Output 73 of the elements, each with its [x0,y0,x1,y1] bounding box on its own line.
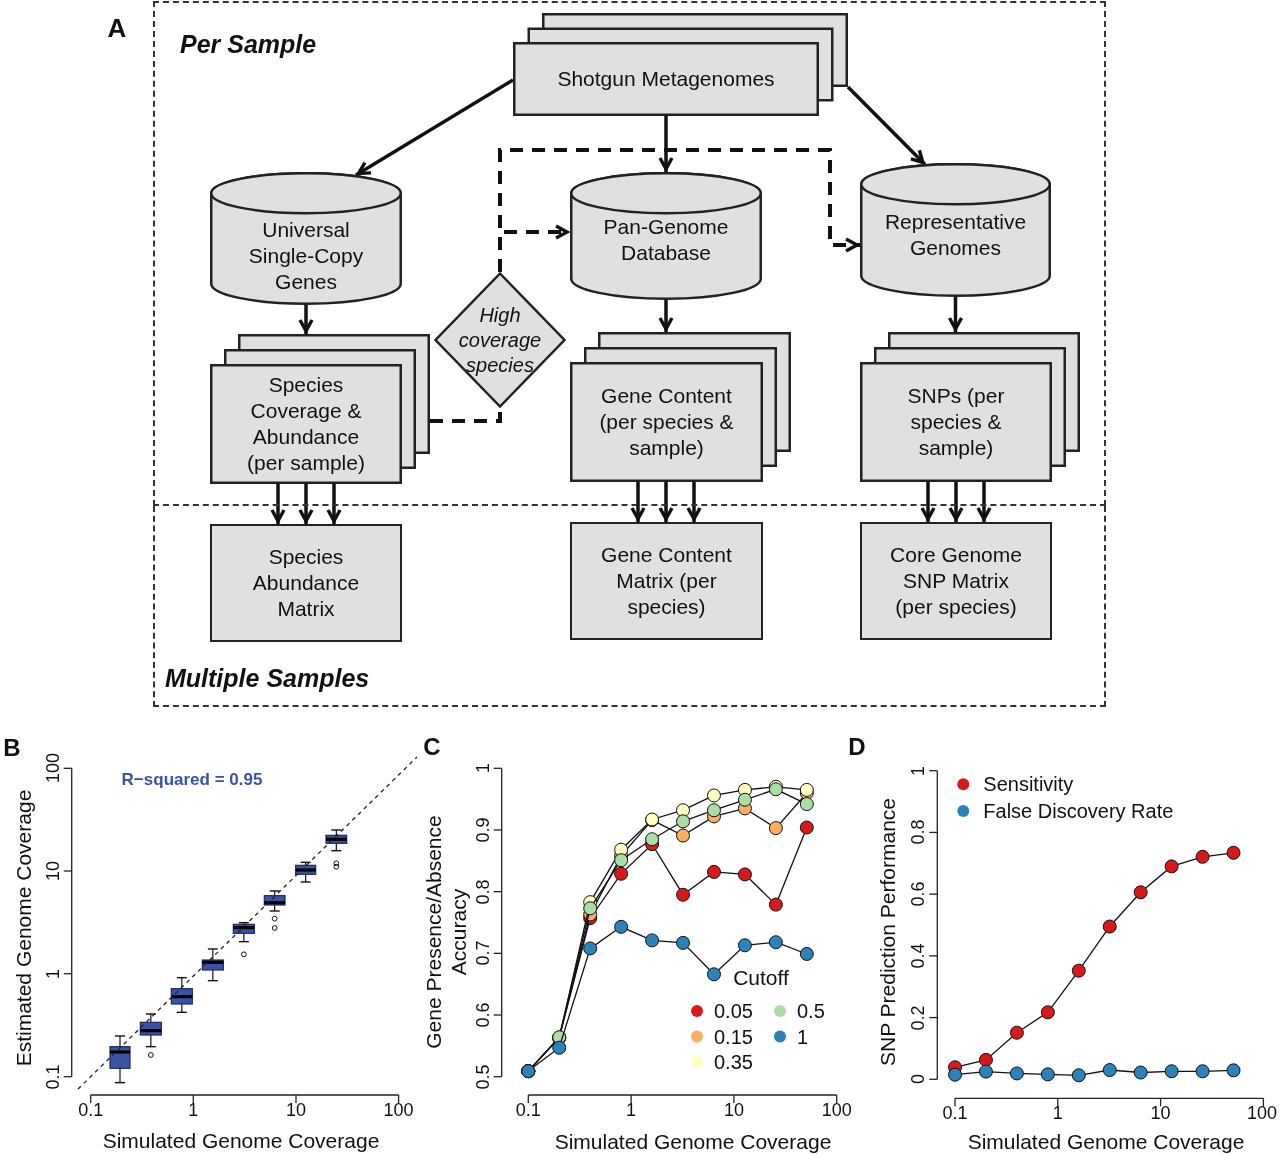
arrow [846,85,927,166]
database-cylinder: Representative Genomes [860,163,1051,297]
tick-label: 0.4 [907,943,929,969]
tick-label: 1 [626,1099,637,1121]
tick-label: 10 [1150,1102,1171,1124]
legend-label: 0.05 [714,999,753,1023]
arrow [658,116,674,172]
tick-label: 100 [383,1099,414,1121]
arrow [686,482,702,522]
tick-label: 0.8 [472,879,494,905]
panel-letter: B [3,732,21,762]
legend-label: 0.35 [714,1050,753,1074]
tick-label: 100 [42,753,64,784]
arrow [920,482,936,522]
tick-label: 10 [723,1099,744,1121]
database-cylinder: Pan-Genome Database [570,172,762,300]
tick-label: 0.9 [472,817,494,843]
tick-label: 0.1 [515,1099,541,1121]
legend-label: 0.5 [797,999,825,1023]
tick-label: 0.6 [472,1002,494,1028]
axis-title: Gene Presence/Absence Accuracy [421,814,471,1051]
tick-label: 1 [188,1099,199,1121]
tick-label: 1 [907,765,929,776]
tick-label: 0.1 [42,1064,64,1090]
axis-title: Estimated Genome Coverage [10,789,36,1067]
tick-label: 10 [42,861,64,881]
decision-diamond: High coverage species [434,272,566,408]
legend-title: Cutoff [733,964,789,990]
axis-title: Simulated Genome Coverage [554,1128,832,1154]
arrow [976,482,992,522]
region-title: Multiple Samples [165,663,370,693]
tick-label: 0.1 [78,1099,104,1121]
arrow [298,305,314,334]
tick-label: 0 [907,1074,929,1085]
arrow [326,484,342,524]
tick-label: 0.5 [472,1064,494,1090]
tick-label: 0.2 [907,1005,929,1031]
region-title: Per Sample [180,29,317,59]
axis-title: Simulated Genome Coverage [967,1128,1245,1154]
r-squared-note: R−squared = 0.95 [121,770,263,790]
tick-label: 0.8 [907,819,929,845]
dashed-region [153,1,1106,506]
legend-label: 0.15 [714,1024,753,1049]
dashed-region [153,506,1106,707]
tick-label: 100 [1247,1102,1277,1124]
arrow [658,300,674,332]
tick-label: 10 [286,1099,306,1121]
process-box: Species Abundance Matrix [210,524,402,642]
tick-label: 1 [42,968,64,979]
arrow [947,297,964,332]
tick-label: 0.7 [472,940,494,966]
tick-label: 100 [821,1099,852,1121]
arrow [630,482,646,522]
arrow [298,484,314,524]
legend-label: False Discovery Rate [983,799,1174,823]
legend-label: 1 [797,1024,809,1049]
panel-letter: C [423,731,441,761]
arrow [355,78,514,177]
arrow [658,482,674,522]
tick-label: 1 [472,763,494,774]
arrow [270,484,286,524]
process-box: Gene Content Matrix (per species) [570,522,763,640]
database-cylinder: Universal Single-Copy Genes [210,172,402,305]
tick-label: 0.1 [942,1102,968,1124]
panel-letter: A [107,12,127,44]
axis-title: Simulated Genome Coverage [102,1127,380,1153]
legend-label: Sensitivity [983,772,1074,797]
tick-label: 1 [1052,1102,1063,1124]
axis-title: SNP Prediction Performance [874,797,900,1067]
process-box: Core Genome SNP Matrix (per species) [860,522,1052,640]
panel-letter: D [848,731,866,761]
arrow [948,482,964,522]
tick-label: 0.6 [907,881,929,907]
